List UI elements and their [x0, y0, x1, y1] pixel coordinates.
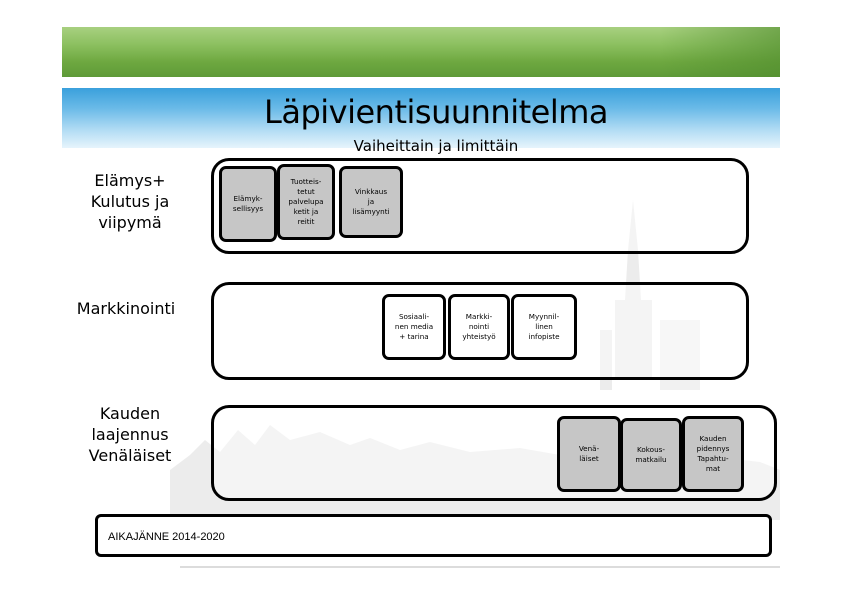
step-meeting-tourism-text: Kokous- matkailu	[635, 445, 666, 465]
slide-title: Läpivientisuunnitelma	[0, 93, 842, 131]
slide-subtitle: Vaiheittain ja limittäin	[0, 137, 842, 155]
footer-divider	[180, 566, 780, 568]
step-sales-info-point-text: Myynnil- linen infopiste	[528, 312, 559, 342]
step-sales-info-point: Myynnil- linen infopiste	[511, 294, 577, 360]
row-label-marketing-text: Markkinointi	[77, 299, 175, 318]
step-season-events: Kauden pidennys Tapahtu- mat	[682, 416, 744, 492]
row-label-season: Kauden laajennus Venäläiset	[80, 403, 180, 466]
step-experientiality-text: Elämyk- sellisyys	[233, 194, 263, 214]
row-label-season-text: Kauden laajennus Venäläiset	[89, 404, 172, 465]
timeline-box: AIKAJÄNNE 2014-2020	[95, 514, 772, 557]
row-label-marketing: Markkinointi	[72, 298, 180, 319]
step-russians-text: Venä- läiset	[579, 444, 599, 464]
step-marketing-cooperation: Markki- nointi yhteistyö	[448, 294, 510, 360]
step-social-media-text: Sosiaali- nen media + tarina	[395, 312, 433, 342]
step-packaged-services: Tuotteis- tetut palvelupa ketit ja reiti…	[277, 164, 335, 240]
timeline-label: AIKAJÄNNE 2014-2020	[108, 531, 225, 543]
step-experientiality: Elämyk- sellisyys	[219, 166, 277, 242]
step-tips-upselling: Vinkkaus ja lisämyynti	[339, 166, 403, 238]
step-tips-upselling-text: Vinkkaus ja lisämyynti	[352, 187, 389, 217]
step-social-media: Sosiaali- nen media + tarina	[382, 294, 446, 360]
step-russians: Venä- läiset	[557, 416, 621, 492]
step-season-events-text: Kauden pidennys Tapahtu- mat	[697, 434, 730, 474]
row-label-experience-text: Elämys+ Kulutus ja viipymä	[91, 171, 170, 232]
step-meeting-tourism: Kokous- matkailu	[620, 418, 682, 492]
row-label-experience: Elämys+ Kulutus ja viipymä	[80, 170, 180, 233]
step-packaged-services-text: Tuotteis- tetut palvelupa ketit ja reiti…	[288, 177, 323, 227]
step-marketing-cooperation-text: Markki- nointi yhteistyö	[462, 312, 495, 342]
